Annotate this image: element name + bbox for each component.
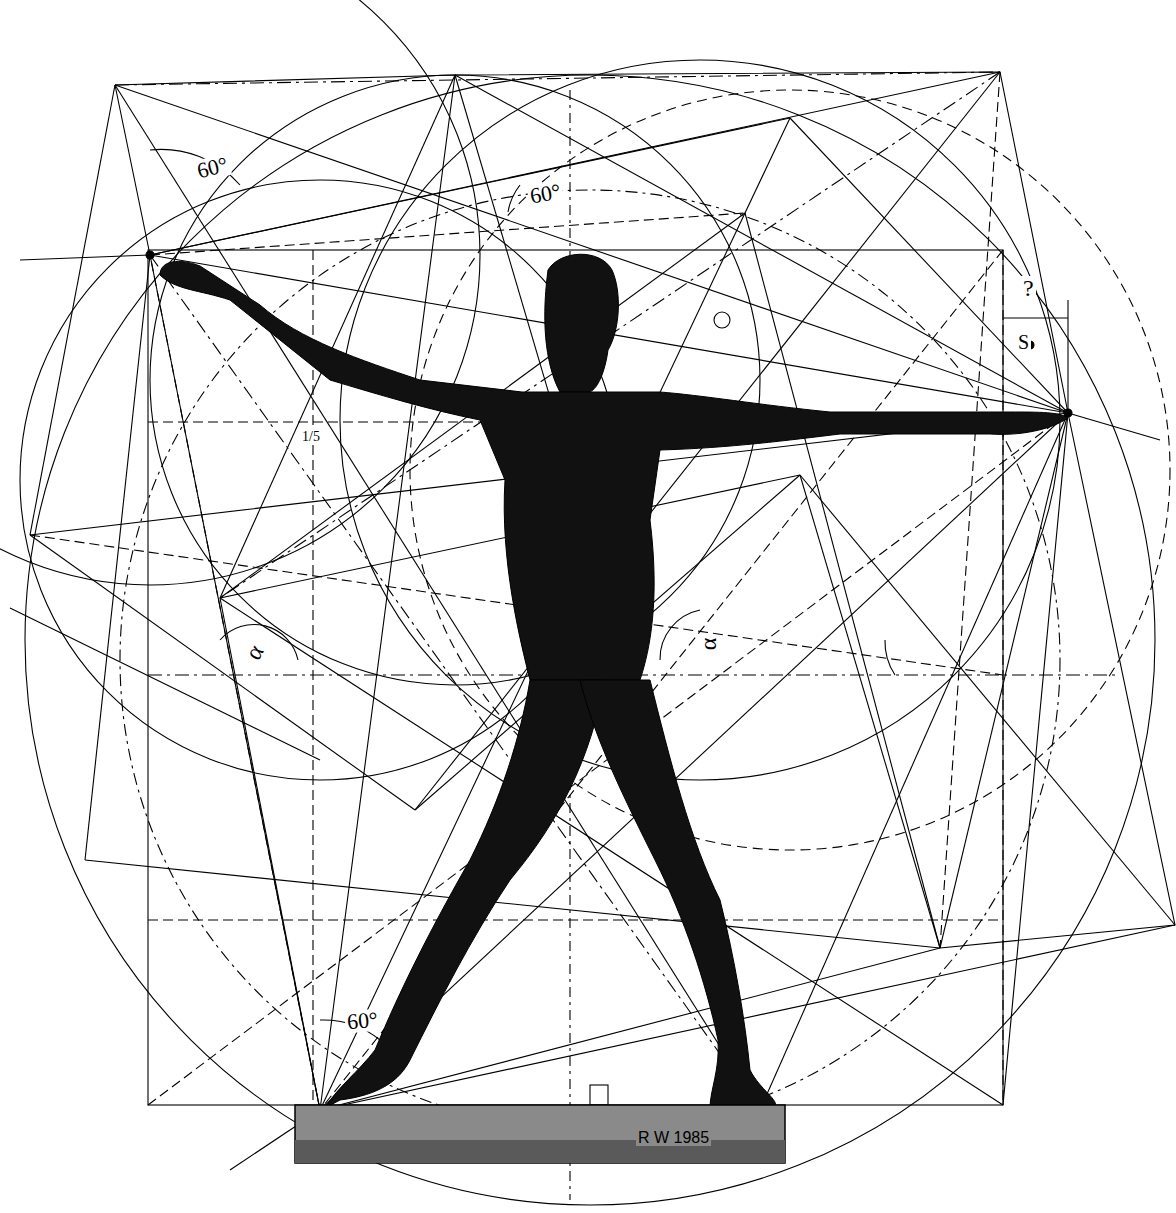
annotation-label: S	[1016, 332, 1031, 352]
annotation-label: α	[696, 636, 720, 653]
annotation-label: 60°	[344, 1009, 381, 1034]
annotation-label: 60°	[526, 180, 564, 208]
statue-base	[295, 1105, 785, 1163]
annotation-label: R W 1985	[636, 1130, 711, 1146]
annotation-label: 1/5	[300, 430, 322, 444]
statue-figure	[160, 254, 1068, 1108]
annotation-label: ?	[1021, 276, 1036, 300]
statue-base-shadow	[295, 1140, 785, 1163]
annotation-label: α	[240, 639, 269, 665]
